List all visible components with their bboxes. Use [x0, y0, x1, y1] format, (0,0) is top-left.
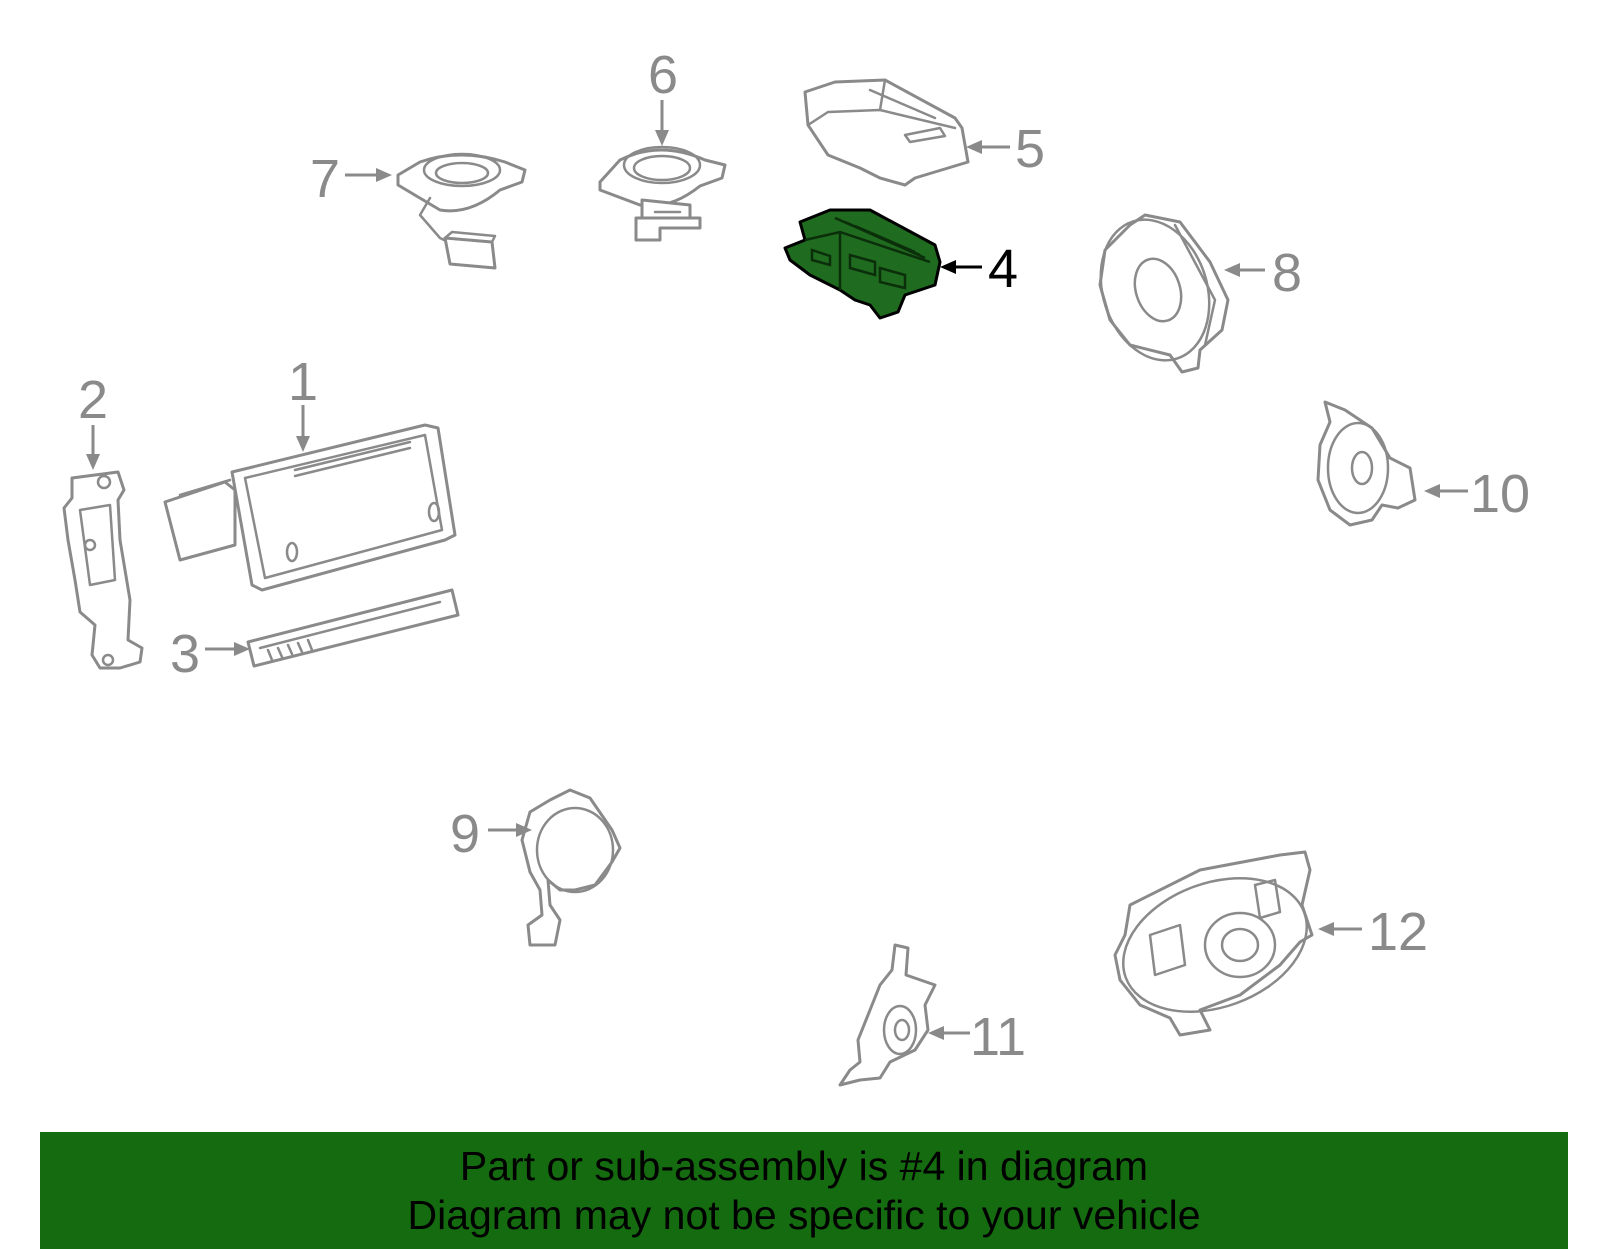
callout-3-arrow — [205, 642, 250, 656]
callout-11[interactable]: 11 — [970, 1007, 1026, 1067]
part-12-speaker[interactable] — [1105, 850, 1326, 1037]
banner-part-text: Part or sub-assembly is #4 in diagram — [459, 1143, 1149, 1189]
callout-10[interactable]: 10 — [1470, 464, 1530, 524]
banner-disclaimer-text: Diagram may not be specific to your vehi… — [407, 1192, 1201, 1238]
part-8-speaker[interactable] — [1083, 205, 1230, 374]
part-6-speaker[interactable] — [598, 145, 727, 242]
callout-9[interactable]: 9 — [450, 804, 480, 864]
part-11-speaker[interactable] — [838, 943, 937, 1087]
callout-7-arrow — [345, 168, 392, 182]
info-banner: Part or sub-assembly is #4 in diagram Di… — [40, 1132, 1568, 1249]
callout-12[interactable]: 12 — [1368, 902, 1428, 962]
part-2-bracket[interactable] — [62, 470, 144, 670]
callout-8[interactable]: 8 — [1272, 243, 1302, 303]
callout-3[interactable]: 3 — [170, 624, 200, 684]
callout-5-arrow — [966, 140, 1010, 154]
callout-9-arrow — [488, 823, 532, 837]
callout-4-arrow — [940, 260, 982, 274]
callout-6[interactable]: 6 — [648, 45, 678, 105]
callout-6-arrow — [655, 100, 669, 146]
callout-7[interactable]: 7 — [310, 149, 340, 209]
callout-2[interactable]: 2 — [78, 370, 108, 430]
callout-2-arrow — [86, 425, 100, 470]
callout-8-arrow — [1224, 263, 1265, 277]
callout-1[interactable]: 1 — [288, 352, 318, 412]
part-7-speaker[interactable] — [396, 152, 527, 270]
callout-5[interactable]: 5 — [1015, 119, 1045, 179]
callout-1-arrow — [296, 405, 310, 452]
part-1-head-unit[interactable] — [163, 423, 457, 592]
part-3-strip[interactable] — [246, 588, 460, 668]
part-4-module-highlighted[interactable] — [783, 208, 942, 320]
callout-12-arrow — [1318, 922, 1362, 936]
part-10-speaker[interactable] — [1316, 400, 1417, 527]
callout-10-arrow — [1424, 484, 1468, 498]
part-9-speaker[interactable] — [520, 788, 622, 947]
callout-4[interactable]: 4 — [988, 239, 1018, 299]
part-5-cover[interactable] — [803, 78, 970, 187]
callout-11-arrow — [928, 1026, 970, 1040]
